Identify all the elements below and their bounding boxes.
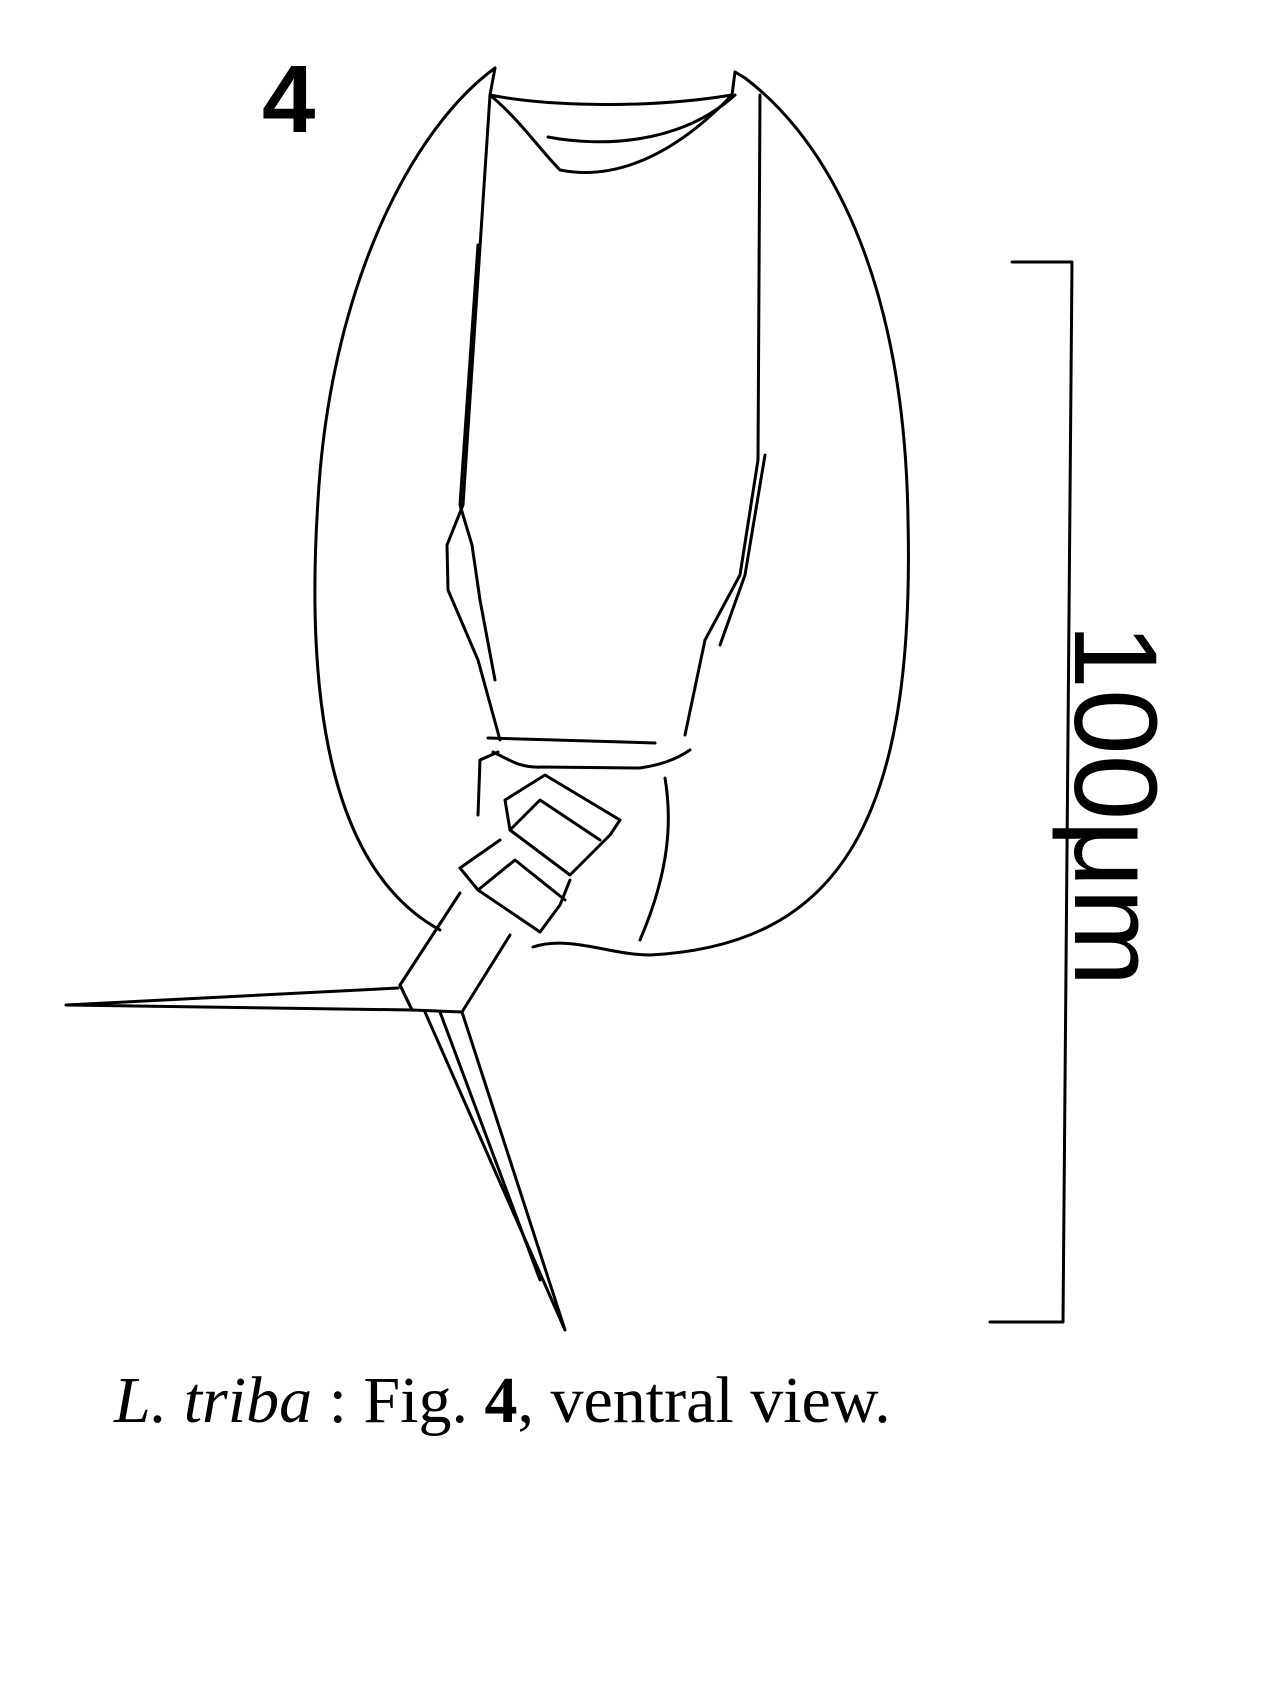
scale-bar <box>988 260 1074 1324</box>
ventral-plate-right <box>683 93 762 737</box>
ventral-plate-left-inner <box>458 243 497 682</box>
scale-bar-label: 100μm <box>1049 623 1181 987</box>
foot-distal-joint <box>398 983 414 1012</box>
posterior-plate-side <box>476 750 500 817</box>
aperture-rim <box>546 93 737 144</box>
foot-distal <box>398 891 512 1014</box>
caption-view: , ventral view. <box>517 1364 891 1437</box>
figure-caption: L. triba : Fig. 4, ventral view. <box>114 1368 891 1434</box>
ventral-plate-left <box>445 93 502 742</box>
ventral-plate-right-inner <box>718 453 767 647</box>
toe-left <box>64 986 414 1012</box>
caption-fig-prefix: Fig. <box>363 1364 485 1437</box>
foot-segment-1-joint <box>508 798 602 842</box>
toe-right-claw <box>438 1010 542 1282</box>
foot-segment-2 <box>458 838 572 934</box>
posterior-plate-side-right <box>638 776 670 942</box>
posterior-plate-top <box>486 736 657 745</box>
toe-right <box>423 1010 567 1332</box>
lorica-outline <box>313 66 910 957</box>
aperture-inner <box>488 93 734 174</box>
head-aperture <box>488 66 737 106</box>
posterior-plate-bottom <box>491 748 692 770</box>
caption-species: L. triba <box>114 1364 313 1437</box>
caption-fig-number: 4 <box>484 1364 518 1437</box>
figure-number: 4 <box>262 46 316 153</box>
foot-segment-1 <box>503 773 622 877</box>
caption-separator: : <box>312 1364 364 1437</box>
foot-segment-2-joint <box>476 858 567 902</box>
